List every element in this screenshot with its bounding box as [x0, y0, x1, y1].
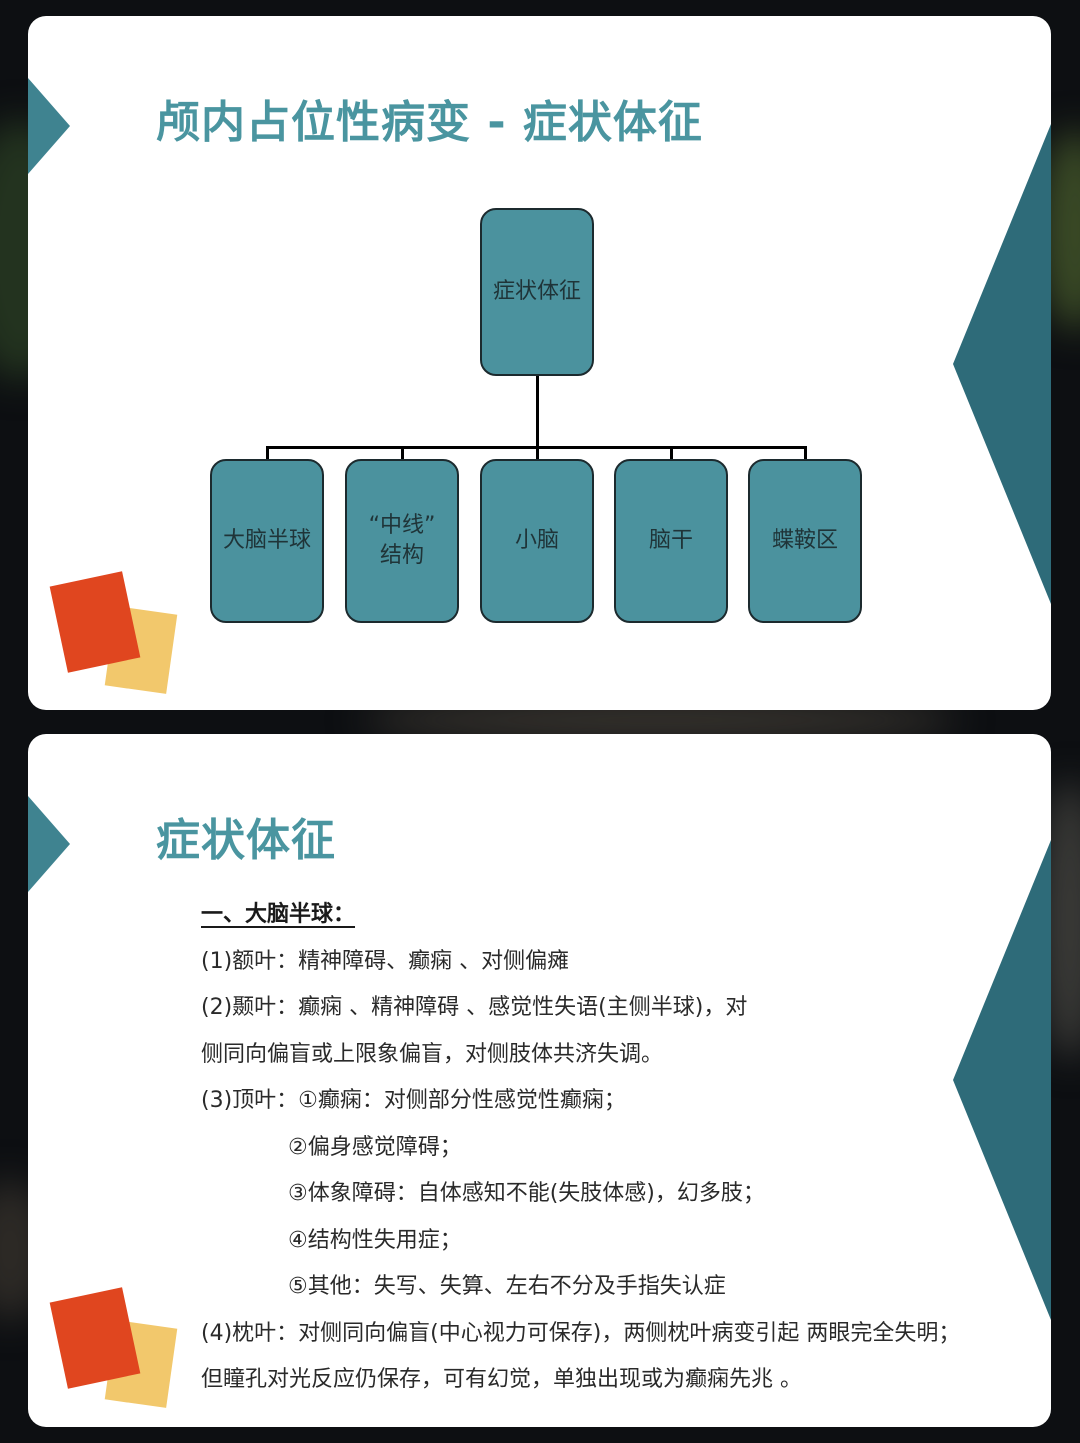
slide-title: 症状体征: [156, 815, 336, 866]
text-line: (1)额叶：精神障碍、癫痫 、对侧偏瘫: [201, 948, 570, 974]
right-triangle-decoration: [953, 840, 1051, 1320]
right-triangle-decoration: [953, 124, 1051, 604]
slide-symptoms-text: 症状体征 一、大脑半球： (1)额叶：精神障碍、癫痫 、对侧偏瘫 (2)颞叶：癫…: [28, 734, 1051, 1427]
connector-drop: [536, 446, 539, 460]
text-line: (4)枕叶：对侧同向偏盲(中心视力可保存)，两侧枕叶病变引起 两眼完全失明；: [201, 1320, 961, 1346]
connector-drop: [266, 446, 269, 460]
text-line: (2)颞叶：癫痫 、精神障碍 、感觉性失语(主侧半球)，对: [201, 995, 748, 1020]
connector-drop: [401, 446, 404, 460]
text-line: 但瞳孔对光反应仍保存，可有幻觉，单独出现或为癫痫先兆 。: [201, 1367, 802, 1392]
child-node-midline-structure: “中线” 结构: [345, 459, 459, 623]
child-node-cerebellum: 小脑: [480, 459, 594, 623]
slide-title: 颅内占位性病变 - 症状体征: [156, 97, 703, 148]
child-node-cerebral-hemisphere: 大脑半球: [210, 459, 324, 623]
text-line: ⑤其他：失写、失算、左右不分及手指失认症: [288, 1274, 726, 1299]
connector-drop: [670, 446, 673, 460]
left-triangle-decoration: [28, 796, 70, 892]
text-line: (3)顶叶：①癫痫：对侧部分性感觉性癫痫；: [201, 1088, 626, 1113]
root-node: 症状体征: [480, 208, 594, 376]
slide-org-chart: 颅内占位性病变 - 症状体征 症状体征 大脑半球 “中线” 结构 小脑 脑干 蝶…: [28, 16, 1051, 710]
text-line: 侧同向偏盲或上限象偏盲，对侧肢体共济失调。: [201, 1041, 664, 1067]
left-triangle-decoration: [28, 78, 70, 174]
text-line: ③体象障碍：自体感知不能(失肢体感)，幻多肢；: [288, 1181, 765, 1206]
red-square-decoration: [49, 571, 141, 673]
connector-drop: [804, 446, 807, 460]
text-line: ②偏身感觉障碍；: [288, 1134, 462, 1160]
text-line: ④结构性失用症；: [288, 1227, 462, 1253]
child-node-brainstem: 脑干: [614, 459, 728, 623]
red-square-decoration: [49, 1287, 141, 1389]
connector-vertical-root: [536, 374, 539, 448]
section-heading: 一、大脑半球：: [201, 902, 356, 927]
child-node-sellar-region: 蝶鞍区: [748, 459, 862, 623]
symptom-text-block: 一、大脑半球： (1)额叶：精神障碍、癫痫 、对侧偏瘫 (2)颞叶：癫痫 、精神…: [201, 892, 1001, 1404]
